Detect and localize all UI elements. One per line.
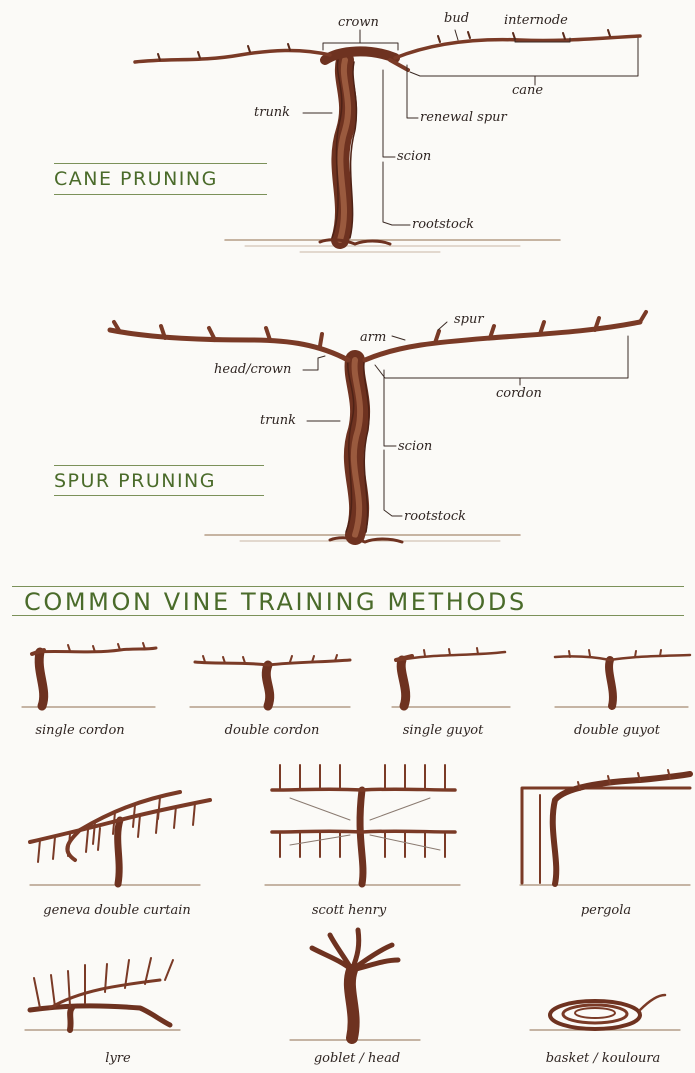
cane-pruning-heading: CANE PRUNING (54, 170, 218, 189)
label-spur: spur (454, 313, 484, 326)
label-bud: bud (444, 12, 469, 25)
double-guyot-sketch (555, 650, 690, 707)
methods-heading: COMMON VINE TRAINING METHODS (24, 590, 527, 614)
caption-goblet-head: goblet / head (314, 1052, 400, 1065)
lyre-sketch (25, 958, 180, 1030)
goblet-head-sketch (290, 930, 420, 1040)
single-cordon-sketch (22, 643, 156, 707)
caption-scott-henry: scott henry (312, 904, 386, 917)
cane-heading-bottom-rule (54, 194, 267, 195)
label-head-crown: head/crown (214, 363, 291, 376)
methods-heading-bottom-rule (12, 615, 684, 616)
label-crown: crown (338, 16, 379, 29)
label-spur-rootstock: rootstock (404, 510, 466, 523)
label-cordon: cordon (496, 387, 542, 400)
caption-lyre: lyre (105, 1052, 130, 1065)
caption-single-cordon: single cordon (35, 724, 124, 737)
label-trunk: trunk (254, 106, 290, 119)
spur-heading-top-rule (54, 465, 264, 466)
caption-geneva-double-curtain: geneva double curtain (43, 904, 191, 917)
cane-heading-top-rule (54, 163, 267, 164)
spur-pruning-vine (110, 312, 646, 542)
label-scion: scion (397, 150, 431, 163)
scott-henry-sketch (265, 765, 460, 885)
methods-heading-top-rule (12, 586, 684, 587)
double-cordon-sketch (190, 655, 350, 707)
caption-pergola: pergola (581, 904, 631, 917)
label-arm: arm (360, 331, 386, 344)
spur-pruning-heading: SPUR PRUNING (54, 472, 216, 491)
label-spur-trunk: trunk (260, 414, 296, 427)
label-internode: internode (504, 14, 568, 27)
caption-basket-kouloura: basket / kouloura (546, 1052, 661, 1065)
caption-double-cordon: double cordon (225, 724, 320, 737)
single-guyot-sketch (392, 648, 510, 707)
label-spur-scion: scion (398, 440, 432, 453)
caption-double-guyot: double guyot (574, 724, 660, 737)
caption-single-guyot: single guyot (403, 724, 484, 737)
cane-pruning-vine (135, 30, 640, 252)
basket-kouloura-sketch (530, 995, 680, 1030)
label-cane: cane (512, 84, 543, 97)
label-rootstock: rootstock (412, 218, 474, 231)
label-renewal-spur: renewal spur (420, 111, 507, 124)
geneva-double-curtain-sketch (30, 792, 210, 885)
spur-heading-bottom-rule (54, 495, 264, 496)
pergola-sketch (520, 770, 690, 885)
